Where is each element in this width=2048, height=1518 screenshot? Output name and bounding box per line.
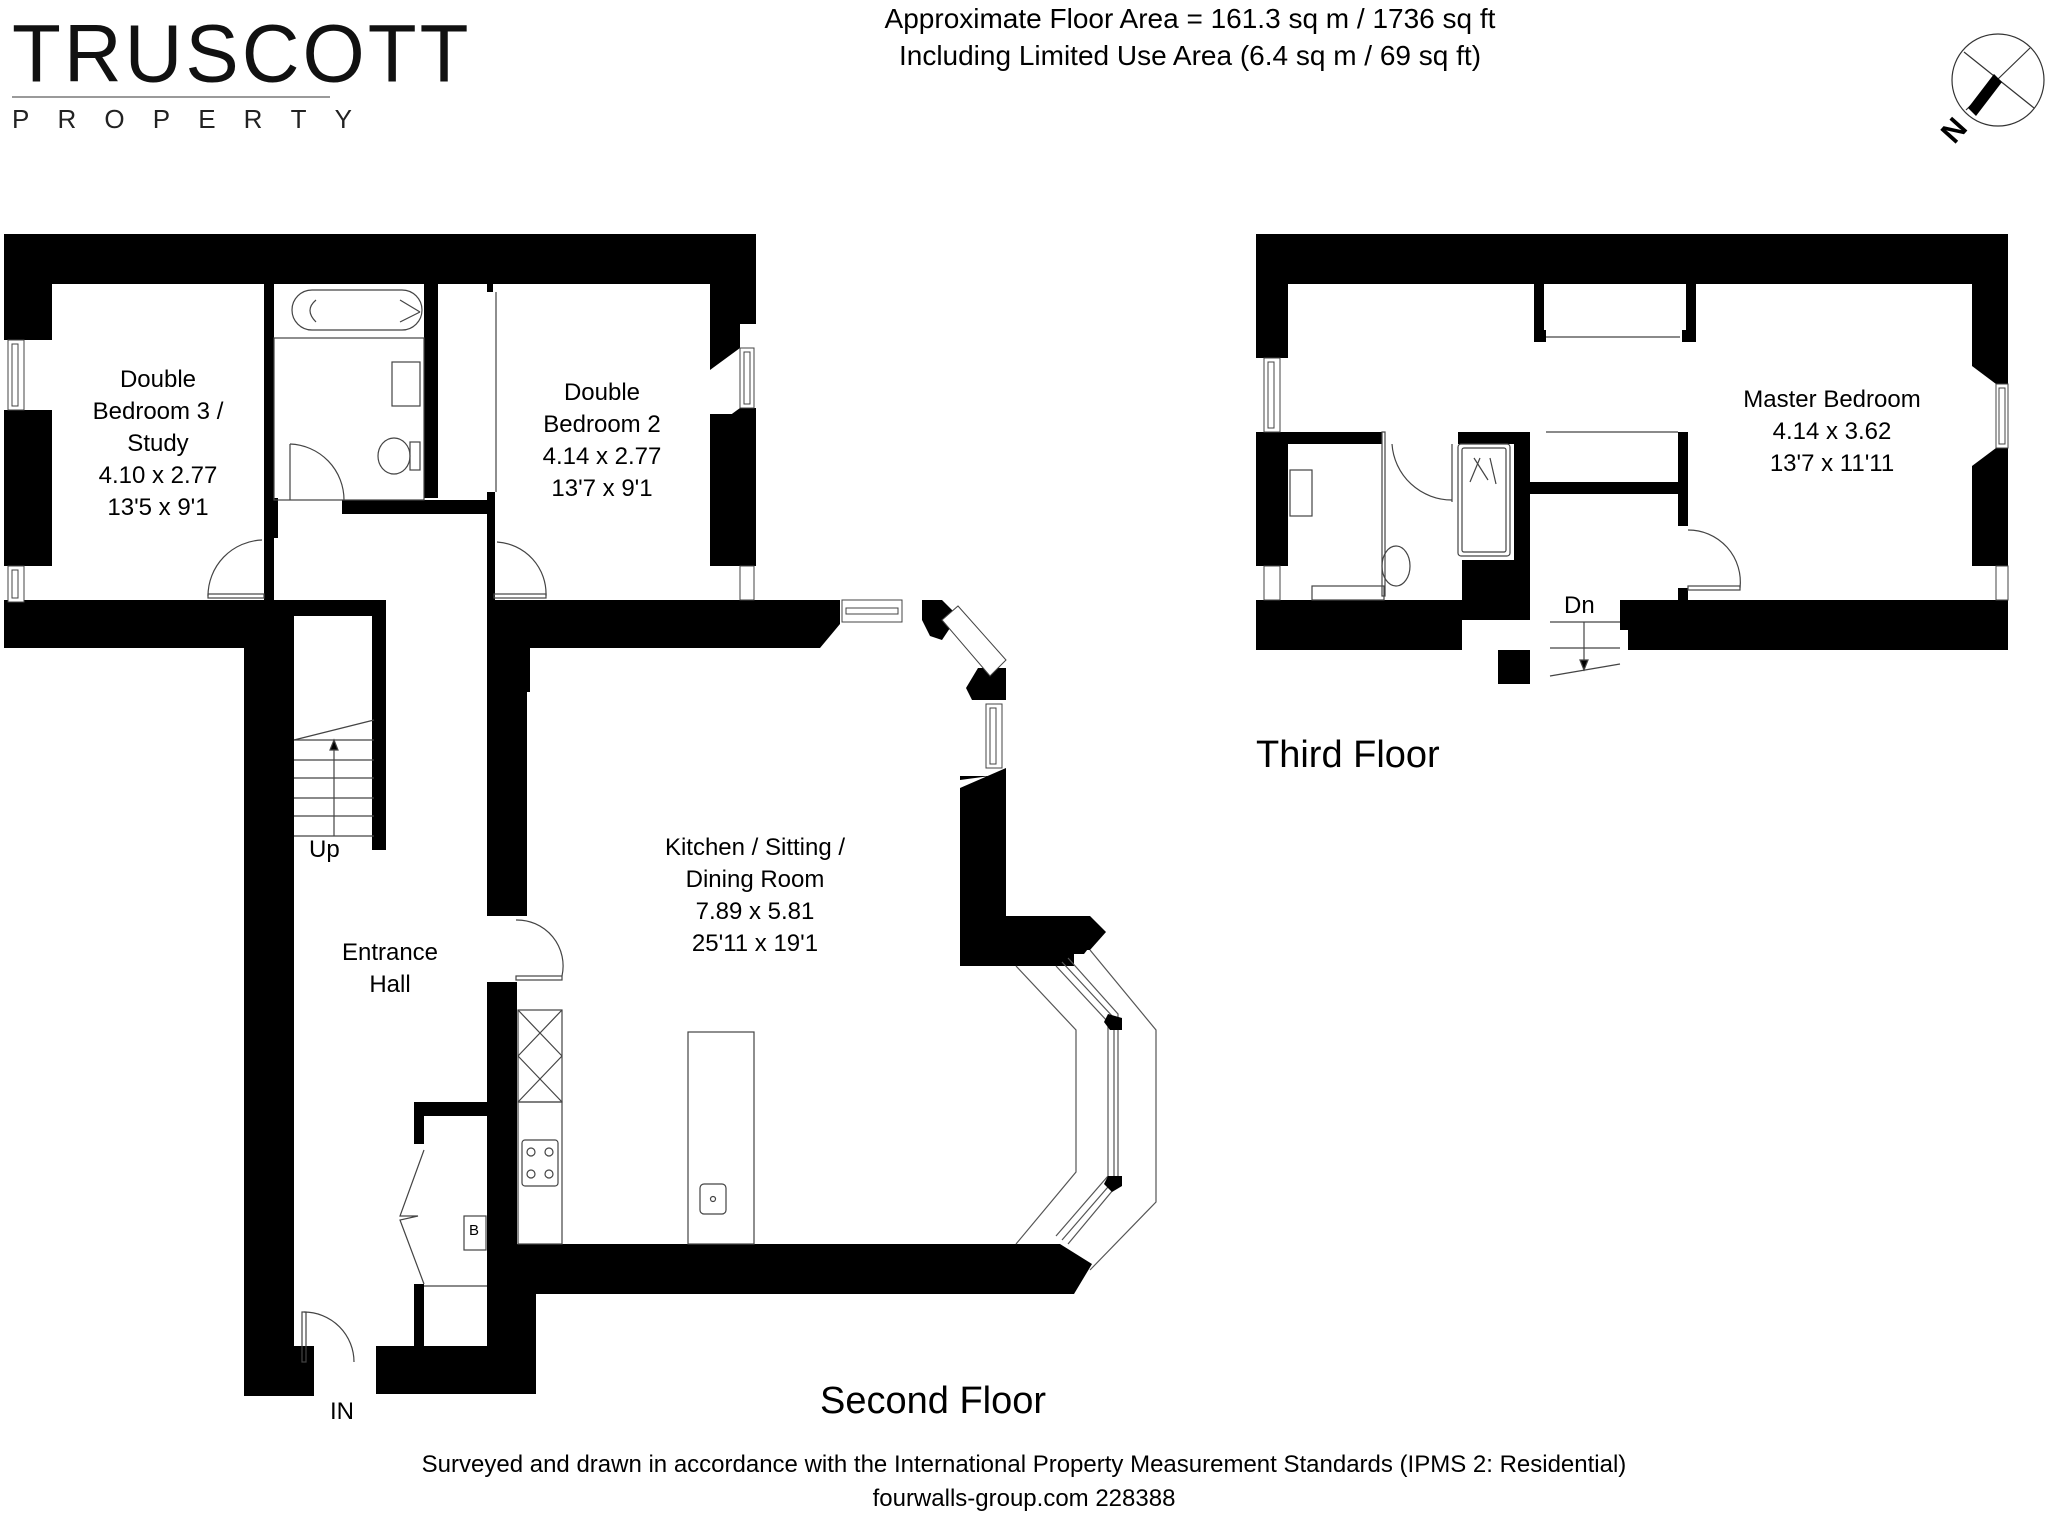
stairs-down-label: Dn: [1564, 592, 1595, 619]
entrance-in-label: IN: [330, 1398, 354, 1425]
tagline-letter: Y: [334, 104, 352, 134]
room-label-kitchen-sitting-dining: Kitchen / Sitting / Dining Room 7.89 x 5…: [665, 832, 845, 960]
room-label-double-bedroom-3: Double Bedroom 3 / Study 4.10 x 2.77 13'…: [93, 364, 224, 524]
stairs-up-label: Up: [309, 836, 340, 863]
floor-area-line: Approximate Floor Area = 161.3 sq m / 17…: [884, 3, 1496, 34]
room-name: Double: [563, 379, 641, 406]
room-dimensions-metric: 7.89 x 5.81: [695, 898, 815, 925]
walls: [4, 234, 2008, 1396]
boiler-label: B: [469, 1222, 480, 1239]
tagline-letter: P: [12, 104, 30, 134]
room-name: Bedroom 2: [543, 411, 661, 438]
windows: [7, 339, 2009, 769]
room-name: Master Bedroom: [1743, 386, 1921, 413]
measurement-standard-line: Surveyed and drawn in accordance with th…: [421, 1451, 1627, 1478]
survey-footer: Surveyed and drawn in accordance with th…: [0, 1448, 2048, 1516]
room-dimensions-imperial: 13'7 x 11'11: [1769, 450, 1895, 477]
room-name: Entrance: [341, 939, 439, 966]
floor-area-header: Approximate Floor Area = 161.3 sq m / 17…: [560, 0, 1820, 74]
tagline-letter: R: [243, 104, 263, 134]
brand-logo-tagline: P R O P E R T Y: [12, 104, 352, 135]
tagline-letter: R: [57, 104, 77, 134]
room-name: Kitchen / Sitting /: [664, 834, 846, 861]
room-dimensions-metric: 4.14 x 3.62: [1772, 418, 1892, 445]
room-label-entrance-hall: Entrance Hall: [342, 937, 438, 1001]
limited-use-line: Including Limited Use Area (6.4 sq m / 6…: [898, 40, 1482, 71]
room-name: Bedroom 3 /: [92, 398, 224, 425]
room-label-master-bedroom: Master Bedroom 4.14 x 3.62 13'7 x 11'11: [1743, 384, 1920, 480]
bay-window-mullions: [1104, 1014, 1122, 1192]
room-name: Dining Room: [685, 866, 825, 893]
tagline-letter: P: [152, 104, 171, 134]
brand-logo-name: TRUSCOTT: [12, 8, 472, 99]
tagline-letter: T: [290, 104, 307, 134]
bay-window: [1015, 949, 1157, 1271]
north-arrow-icon: [1951, 33, 2045, 127]
room-name: Study: [127, 430, 189, 457]
fixtures: [207, 289, 1741, 1363]
room-dimensions-metric: 4.14 x 2.77: [542, 443, 662, 470]
brand-logo-rule: [12, 96, 330, 98]
room-dimensions-imperial: 25'11 x 19'1: [691, 930, 819, 957]
room-dimensions-imperial: 13'7 x 9'1: [551, 475, 653, 502]
room-name: Hall: [369, 971, 411, 998]
room-dimensions-imperial: 13'5 x 9'1: [107, 494, 209, 521]
room-name: Double: [119, 366, 197, 393]
floor-title-second: Second Floor: [820, 1380, 1047, 1422]
floor-title-third: Third Floor: [1256, 734, 1440, 776]
room-label-double-bedroom-2: Double Bedroom 2 4.14 x 2.77 13'7 x 9'1: [543, 377, 662, 505]
room-dimensions-metric: 4.10 x 2.77: [98, 462, 218, 489]
tagline-letter: E: [198, 104, 216, 134]
reference-line: fourwalls-group.com 228388: [872, 1485, 1176, 1512]
tagline-letter: O: [104, 104, 125, 134]
